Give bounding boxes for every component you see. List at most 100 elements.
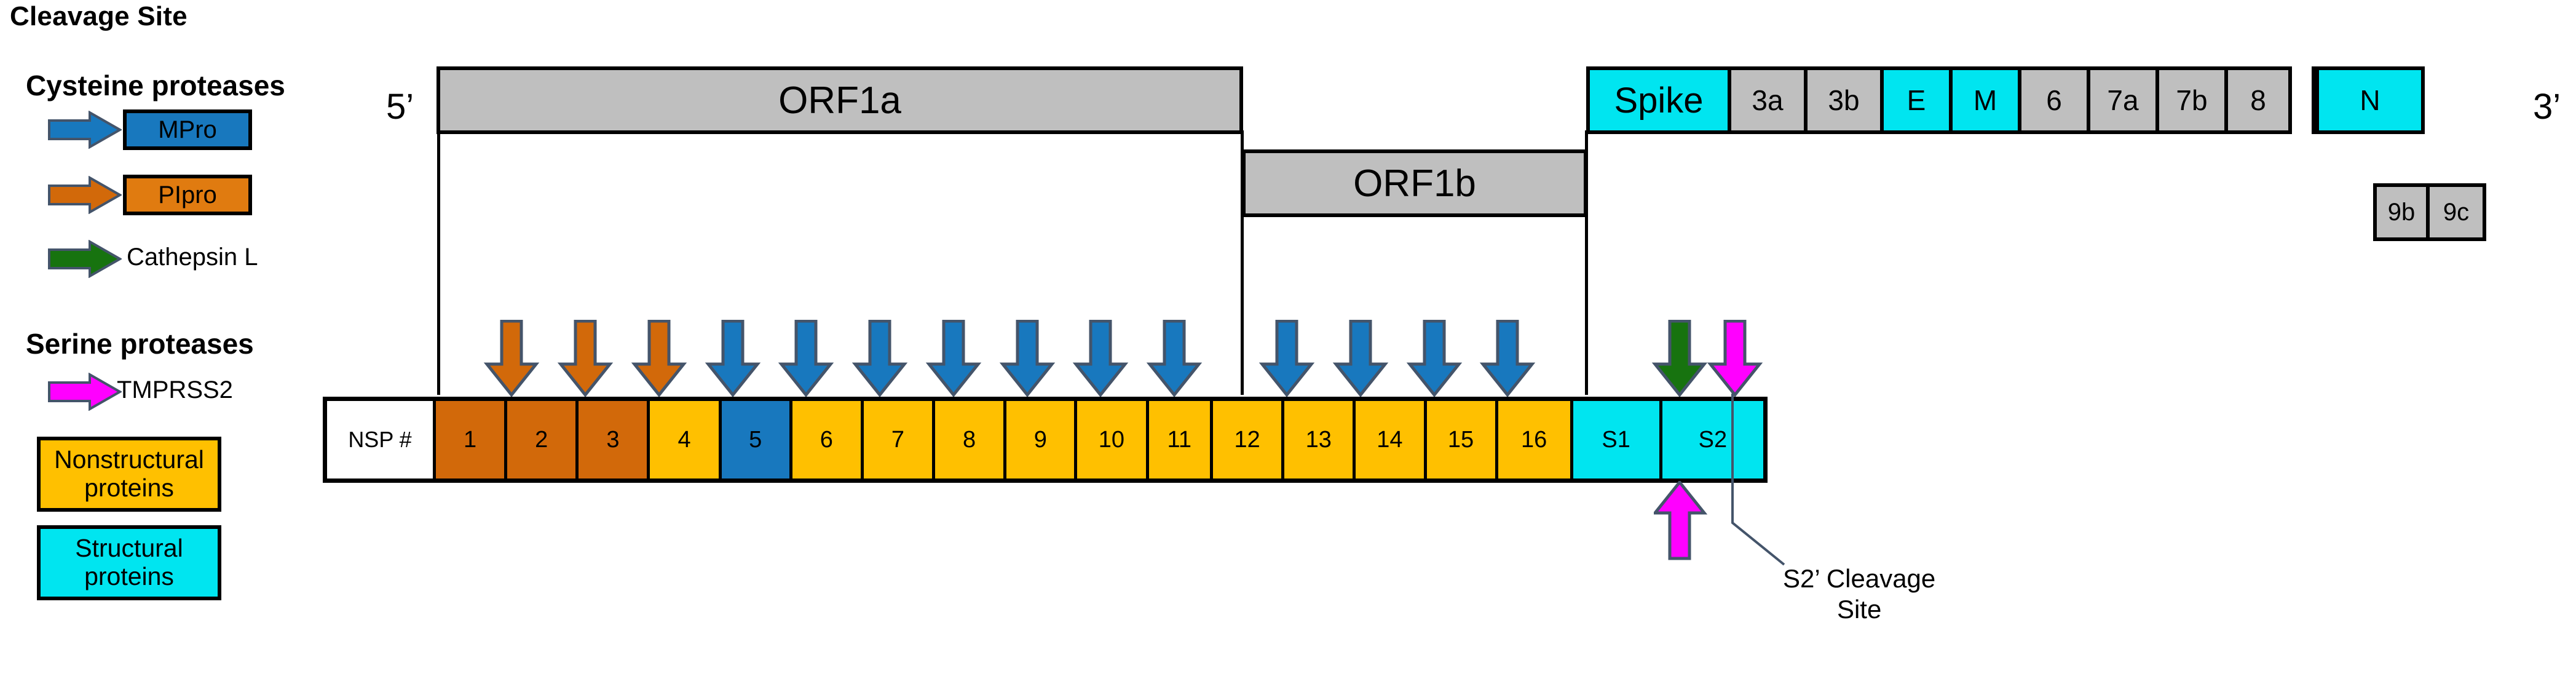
cleavage-arrow-mpro-3: [851, 320, 908, 398]
gene-box-8[interactable]: 8: [2228, 66, 2292, 134]
connector-line-orf1a-left: [437, 130, 440, 395]
cleavage-arrow-mpro-8: [1258, 320, 1315, 398]
gene-label-7b: 7b: [2176, 84, 2208, 116]
cleavage-arrow-cathepsin-l: [1651, 320, 1708, 398]
cleavage-arrow-mpro-1: [705, 320, 761, 398]
page-title: Cleavage Site: [10, 1, 188, 31]
gene-box-9c[interactable]: 9c: [2430, 183, 2486, 241]
nsp-cell-9[interactable]: 9: [1006, 401, 1078, 478]
gene-label-n: N: [2360, 84, 2380, 116]
legend-key-structural-line1: Structural: [75, 534, 183, 563]
nsp-cell-10[interactable]: 10: [1077, 401, 1149, 478]
gene-box-spacer: [2292, 66, 2315, 134]
cleavage-arrow-mpro-6: [1072, 320, 1129, 398]
gene-label-8: 8: [2250, 84, 2266, 116]
s2-prime-annotation: S2’ Cleavage Site: [1783, 563, 1935, 625]
nsp-strip: NSP # 1 2 3 4 5 6 7 8 9 10 11 12 13 14: [323, 397, 1768, 483]
orf1a-box[interactable]: ORF1a: [437, 66, 1243, 134]
legend-plpro-box[interactable]: PIpro: [123, 175, 252, 215]
gene-label-m: M: [1973, 84, 1997, 116]
gene-label-7a: 7a: [2107, 84, 2139, 116]
nsp-cell-8[interactable]: 8: [935, 401, 1007, 478]
orf1b-label: ORF1b: [1353, 162, 1476, 205]
gene-label-e: E: [1906, 84, 1926, 116]
cleavage-arrow-mpro-11: [1479, 320, 1536, 398]
nsp-cell-12[interactable]: 12: [1213, 401, 1285, 478]
legend-mpro-box[interactable]: MPro: [123, 109, 252, 150]
legend-key-structural[interactable]: Structural proteins: [37, 525, 221, 600]
nsp-cell-3-label: 3: [606, 426, 620, 453]
nsp-cell-9-label: 9: [1033, 426, 1047, 453]
cleavage-arrow-tmprss2-up: [1654, 481, 1708, 560]
nsp-row-label-text: NSP #: [348, 427, 412, 452]
three-prime-label: 3’: [2533, 87, 2561, 127]
nsp-cell-6[interactable]: 6: [792, 401, 864, 478]
nsp-cell-2-label: 2: [535, 426, 548, 453]
nsp-cell-5[interactable]: 5: [721, 401, 792, 478]
cleavage-arrows-down-layer: [483, 320, 1763, 398]
nsp-cell-13[interactable]: 13: [1284, 401, 1356, 478]
nsp-cell-15-label: 15: [1447, 426, 1474, 453]
gene-box-spike[interactable]: Spike: [1586, 66, 1731, 134]
nsp-cell-1[interactable]: 1: [436, 401, 508, 478]
connector-line-orf1a-right: [1241, 130, 1244, 395]
gene-box-9b[interactable]: 9b: [2373, 183, 2430, 241]
nsp-cell-s2[interactable]: S2: [1662, 401, 1764, 478]
nsp-cell-12-label: 12: [1234, 426, 1260, 453]
orf1b-box[interactable]: ORF1b: [1242, 149, 1587, 217]
nsp-cell-13-label: 13: [1305, 426, 1332, 453]
cleavage-arrow-plpro-1: [483, 320, 540, 398]
gene-box-3a[interactable]: 3a: [1731, 66, 1808, 134]
cleavage-arrow-mpro-10: [1406, 320, 1463, 398]
nsp-cell-15[interactable]: 15: [1426, 401, 1498, 478]
legend-key-nonstructural[interactable]: Nonstructural proteins: [37, 437, 221, 512]
lower-gene-row: 9b 9c: [2373, 183, 2486, 241]
legend-heading-serine: Serine proteases: [26, 328, 254, 360]
gene-box-n[interactable]: N: [2315, 66, 2425, 134]
connector-line-orf1b-right: [1585, 130, 1588, 395]
gene-box-e[interactable]: E: [1884, 66, 1953, 134]
nsp-cell-14[interactable]: 14: [1356, 401, 1427, 478]
nsp-cell-s2-label: S2: [1698, 426, 1728, 453]
gene-box-m[interactable]: M: [1953, 66, 2021, 134]
nsp-row-label: NSP #: [327, 401, 437, 478]
nsp-cell-4[interactable]: 4: [650, 401, 722, 478]
s2-prime-annotation-line1: S2’ Cleavage: [1783, 564, 1936, 593]
nsp-cell-11[interactable]: 11: [1148, 401, 1214, 478]
nsp-cell-16[interactable]: 16: [1498, 401, 1573, 478]
cleavage-arrow-mpro-5: [999, 320, 1056, 398]
nsp-cell-4-label: 4: [678, 426, 691, 453]
gene-box-6[interactable]: 6: [2021, 66, 2090, 134]
mpro-arrow-icon: [48, 111, 122, 149]
cathepsin-l-arrow-icon: [48, 240, 122, 278]
s2-prime-annotation-line2: Site: [1836, 595, 1882, 624]
cleavage-arrow-plpro-2: [557, 320, 614, 398]
plpro-arrow-icon: [48, 176, 122, 214]
orf1a-label: ORF1a: [778, 79, 901, 122]
legend-mpro-label: MPro: [158, 116, 217, 143]
gene-box-7a[interactable]: 7a: [2090, 66, 2159, 134]
nsp-cell-2[interactable]: 2: [507, 401, 579, 478]
legend-key-nonstructural-line1: Nonstructural: [54, 445, 204, 474]
cleavage-arrow-tmprss2-down: [1707, 320, 1763, 398]
nsp-cell-5-label: 5: [749, 426, 762, 453]
nsp-cell-3[interactable]: 3: [579, 401, 650, 478]
nsp-cell-7-label: 7: [891, 426, 905, 453]
gene-label-3b: 3b: [1828, 84, 1860, 116]
nsp-cell-1-label: 1: [464, 426, 477, 453]
cleavage-arrow-plpro-3: [631, 320, 687, 398]
gene-box-3b[interactable]: 3b: [1808, 66, 1884, 134]
nsp-cell-s1-label: S1: [1602, 426, 1630, 453]
gene-box-7b[interactable]: 7b: [2159, 66, 2228, 134]
gene-label-9c: 9c: [2443, 198, 2470, 226]
s2-prime-leader-line: [1731, 394, 1785, 566]
nsp-cell-7[interactable]: 7: [863, 401, 936, 478]
structural-gene-row: Spike 3a 3b E M 6 7a 7b 8 N: [1586, 66, 2425, 134]
legend-heading-cysteine: Cysteine proteases: [26, 69, 285, 101]
nsp-cell-s1[interactable]: S1: [1573, 401, 1662, 478]
legend-cathepsin-l-label: Cathepsin L: [127, 244, 258, 271]
legend-plpro-label: PIpro: [158, 181, 217, 208]
gene-label-9b: 9b: [2387, 198, 2416, 226]
five-prime-label: 5’: [386, 87, 414, 127]
